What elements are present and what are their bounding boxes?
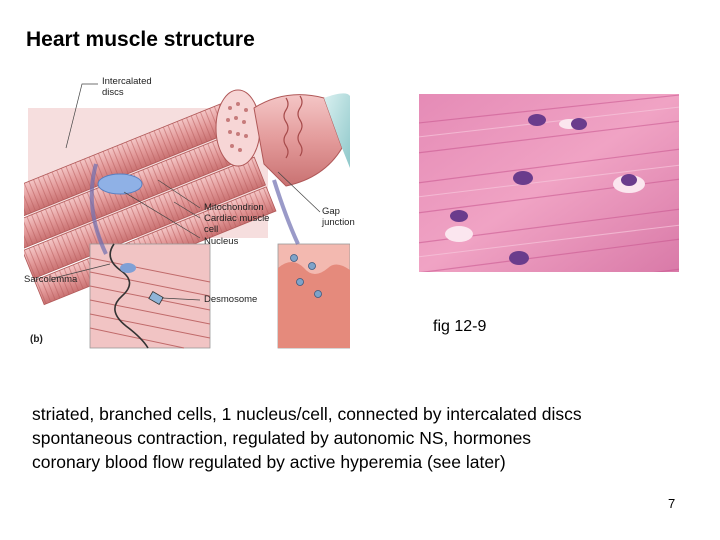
sarcolemma-line <box>109 243 149 349</box>
arrow-to-gap-junction <box>272 179 300 245</box>
label-gap-junction: Gap junction <box>322 206 355 228</box>
mitochondrion-shape <box>120 263 136 273</box>
micrograph-caption: fig 12-9 <box>433 318 487 335</box>
stained-nuclei <box>450 114 637 265</box>
desmosome-shape <box>148 290 164 306</box>
page-number: 7 <box>668 496 676 511</box>
leader-lines <box>53 83 321 301</box>
label-mitochondrion: Mitochondrion <box>204 202 264 213</box>
label-cardiac-muscle-cell-text: Cardiac muscle cell <box>204 213 270 235</box>
disc-folds <box>283 95 303 159</box>
key-points-list: striated, branched cells, 1 nucleus/cell… <box>32 402 582 474</box>
myofibril-dots <box>226 102 248 152</box>
label-panel-b: (b) <box>30 334 43 345</box>
cardiac-micrograph <box>408 93 690 305</box>
nucleus-shape <box>97 173 143 195</box>
gap-junction-tissue <box>278 262 350 348</box>
label-intercalated-discs: Intercalated discs <box>102 76 152 98</box>
label-intercalated-discs-text: Intercalated discs <box>102 76 152 98</box>
key-point: coronary blood flow regulated by active … <box>32 452 506 472</box>
arrow-to-sarcolemma <box>89 163 108 255</box>
label-sarcolemma: Sarcolemma <box>24 274 78 285</box>
cardiac-muscle-drawing <box>24 83 350 349</box>
key-point: striated, branched cells, 1 nucleus/cell… <box>32 404 582 424</box>
micrograph-image <box>408 93 690 305</box>
connective-tissue <box>324 93 350 168</box>
fiber-cross-section <box>215 89 261 167</box>
label-gap-junction-text: Gap junction <box>322 206 355 228</box>
key-point: spontaneous contraction, regulated by au… <box>32 428 532 448</box>
label-nucleus: Nucleus <box>204 236 239 247</box>
fiber-highlights <box>408 105 690 259</box>
gap-junction-channels <box>290 254 322 298</box>
slide-title: Heart muscle structure <box>26 28 255 51</box>
cardiac-muscle-illustration: Intercalated discs Mitochondrion Cardiac… <box>24 68 355 352</box>
label-cardiac-muscle-cell: Cardiac muscle cell <box>204 213 269 235</box>
label-desmosome: Desmosome <box>204 294 258 305</box>
